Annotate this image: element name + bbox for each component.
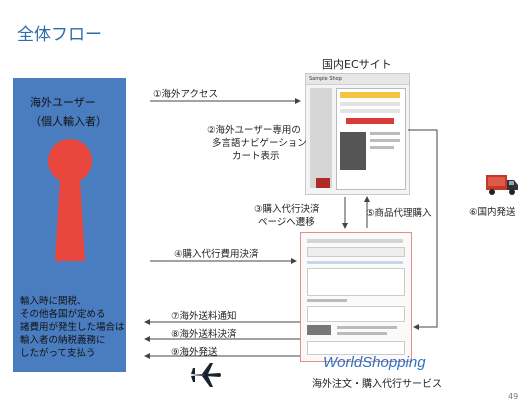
worldshopping-logo: WorldShopping [323,354,426,371]
step-2-label-line2: 多言語ナビゲーション [212,138,307,149]
step-9-label: ⑨海外発送 [171,347,218,358]
page-number: 49 [508,392,519,401]
step-6-label: ⑥国内発送 [469,207,516,218]
logo-world-text: World [323,354,363,371]
step-5-label: ⑤商品代理購入 [366,208,432,219]
user-label-line2: （個人輸入者） [30,115,107,128]
page-title: 全体フロー [17,25,102,45]
ec-site-header: Sample Shop [306,74,409,85]
keyhole-person-icon [48,139,92,261]
logo-shopping-text: Shopping [362,354,426,371]
user-note-line2: その他各国が定める [20,309,106,320]
delivery-truck-icon [486,175,518,195]
airplane-icon [190,363,221,387]
worldshopping-screenshot [300,232,412,362]
step-2-label-line3: カート表示 [232,151,280,162]
step-7-label: ⑦海外送料通知 [171,311,237,322]
step-1-label: ①海外アクセス [153,89,219,100]
user-note-line3: 諸費用が発生した場合は [20,322,125,333]
user-label-line1: 海外ユーザー [30,96,96,109]
user-note-line1: 輸入時に関税、 [20,296,87,307]
arrow-6 [408,129,438,330]
user-note-line5: したがって支払う [20,348,96,359]
user-note-line4: 輸入者の納税義務に [20,335,106,346]
step-3-label-line1: ③購入代行決済 [254,204,320,215]
step-4-label: ④購入代行費用決済 [174,249,259,260]
ec-site-title: 国内ECサイト [322,58,392,71]
step-3-label-line2: ページへ遷移 [258,217,315,228]
step-8-label: ⑧海外送料決済 [171,329,237,340]
step-2-label-line1: ②海外ユーザー専用の [207,125,301,136]
worldshopping-caption: 海外注文・購入代行サービス [312,379,442,390]
ec-site-screenshot: Sample Shop [305,73,410,195]
